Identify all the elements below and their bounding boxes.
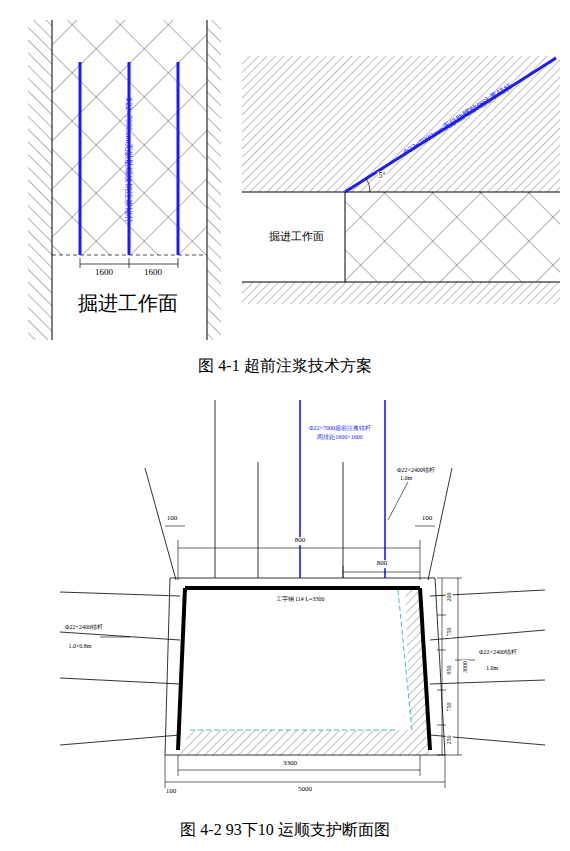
figure-caption: 图 4-2 93下10 运顺支护断面图 [179,821,390,839]
dimension-label: Φ22×7000mm无纵肋螺纹钢注浆锚杆 [124,96,133,225]
support-section [60,400,545,788]
dimension-label: 掘进工作面 [77,292,179,314]
dimension-label: 3000 [462,660,469,674]
dimension-label: 1600 [94,268,114,278]
dimension-label: 3300 [282,760,298,768]
dimension-label: 5° [377,172,386,181]
dimension-label: 1.0×0.8m [67,643,92,650]
dimension-label: 5000 [297,786,313,794]
dimension-label: 200 [446,592,453,603]
dimension-label: Φ22×2400锚杆 [64,624,104,631]
figure-caption: 图 4-1 超前注浆技术方案 [197,357,372,375]
dimension-label: 间排距1600×1600 [316,434,363,441]
dimension-label: 1.0m [399,475,413,482]
dimension-label: Φ22×2400锚杆 [396,467,436,474]
dimension-label: Φ22×2400锚杆 [478,649,518,656]
dimension-label: 750 [446,627,453,638]
dimension-label: 800 [294,537,307,545]
dimension-label: 掘进工作面 [268,230,325,242]
dimension-label: 250 [446,735,453,746]
dimension-label: 750 [446,702,453,713]
dimension-label: 100 [166,515,179,523]
dimension-label: 100 [421,515,434,523]
dimension-label: 1600 [143,268,163,278]
dimension-label: 工字钢 11# L=3300 [275,596,326,603]
plan-view [28,20,221,340]
dimension-label: 100 [165,788,178,796]
section-view [242,56,560,304]
dimension-label: 950 [446,665,453,676]
dimension-label: 800 [376,560,389,568]
dimension-label: 1.0m [485,665,499,672]
dimension-label: Φ22×7000超前注浆锚杆 [308,425,372,432]
